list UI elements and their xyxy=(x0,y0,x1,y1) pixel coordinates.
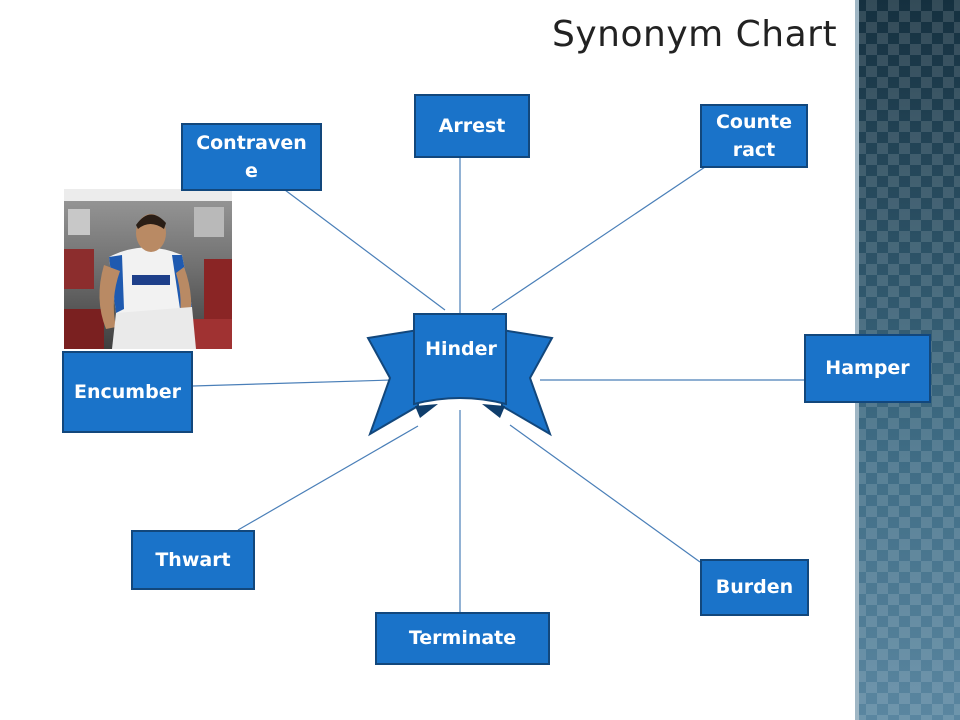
synonym-box-terminate: Terminate xyxy=(375,612,550,665)
center-label: Hinder xyxy=(425,338,497,360)
ribbon-right xyxy=(501,328,554,437)
center-banner xyxy=(366,313,554,437)
synonym-label: Encumber xyxy=(74,380,181,403)
synonym-label: Arrest xyxy=(438,114,506,137)
synonym-box-burden: Burden xyxy=(700,559,809,616)
connector-counteract xyxy=(491,164,709,311)
synonym-label: Terminate xyxy=(408,627,517,650)
synonym-box-encumber: Encumber xyxy=(62,351,193,433)
connector-encumber xyxy=(192,379,393,387)
synonym-label: Hamper xyxy=(825,357,910,380)
ribbon-fold-right xyxy=(482,404,505,418)
synonym-box-arrest: Arrest xyxy=(414,94,530,158)
synonym-label: Thwart xyxy=(155,548,231,571)
connector-burden xyxy=(509,424,701,563)
synonym-label: Burden xyxy=(715,576,794,599)
soccer-player-photo xyxy=(64,189,232,349)
connector-thwart xyxy=(237,425,419,531)
synonym-box-thwart: Thwart xyxy=(131,530,255,590)
synonym-box-counteract: Counte ract xyxy=(700,104,808,168)
connector-contravene xyxy=(284,189,446,311)
slide-title: Synonym Chart xyxy=(552,14,838,55)
synonym-box-contravene: Contraven e xyxy=(181,123,322,191)
synonym-box-hamper: Hamper xyxy=(804,334,931,403)
ribbon-fold-left xyxy=(415,404,438,418)
synonym-label: Contraven e xyxy=(196,131,307,183)
synonym-label: Counte ract xyxy=(715,110,793,162)
ribbon-left xyxy=(366,328,419,437)
ribbon-center xyxy=(413,313,507,406)
